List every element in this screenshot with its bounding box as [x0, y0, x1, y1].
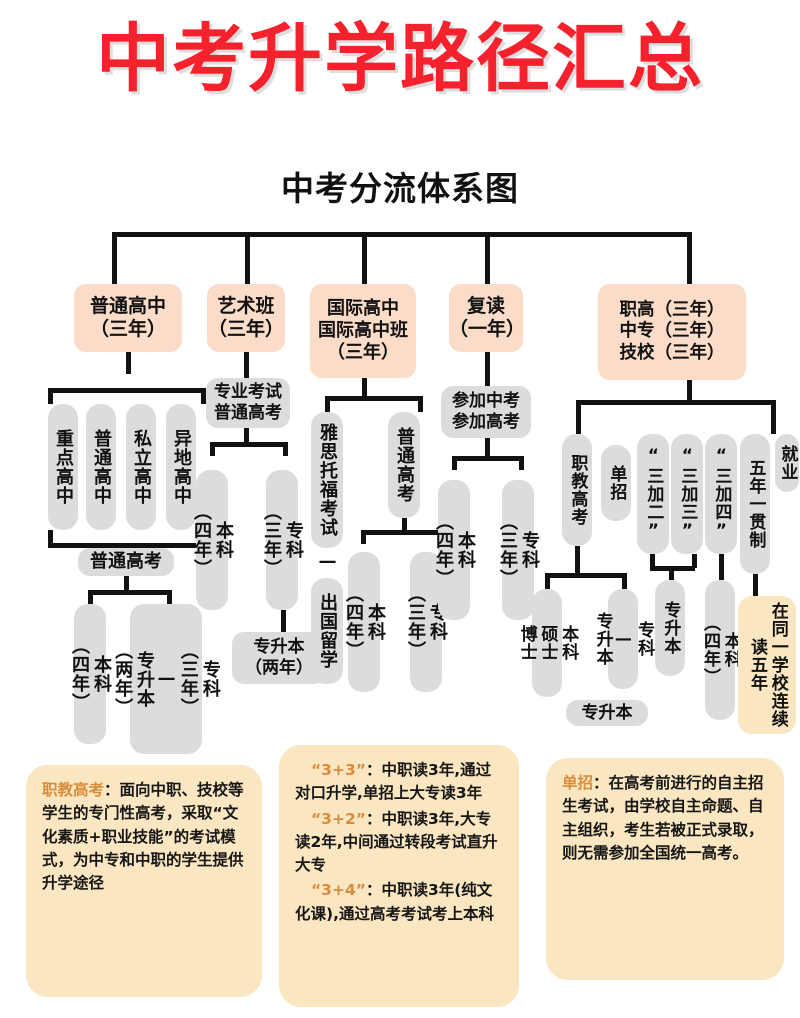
node-t5-3plus2[interactable]: “三加二”: [637, 434, 669, 554]
t3-fanout-r: [418, 396, 423, 412]
node-key-high-school[interactable]: 重点高中: [48, 404, 78, 530]
node-t4-college[interactable]: 专科 （三年）: [497, 480, 540, 620]
t5-zj-r: [622, 573, 627, 589]
note-keyword-3plus3: “3+3”: [311, 761, 366, 779]
note-keyword-3plus4: “3+4”: [311, 881, 366, 900]
node-t5-bachelor-four-years[interactable]: 本科 （四年）: [700, 580, 741, 720]
t1-fanout-r: [201, 388, 206, 404]
node-t4-exam[interactable]: 参加中考 参加高考: [441, 386, 531, 438]
t5-fanout-r: [771, 400, 776, 434]
t2-out-r: [283, 442, 288, 456]
t2-upgrade-stem: [281, 610, 286, 632]
t1-out-bar: [88, 590, 172, 595]
node-t1-bachelor[interactable]: 本科 （四年）: [69, 604, 112, 744]
node-t2-college[interactable]: 专科 （三年）: [261, 470, 304, 610]
note-keyword-3plus2: “3+2”: [311, 809, 366, 828]
note-body-3plus3: ：中职读3年,通过对口升学,单招上大专读3年: [295, 761, 492, 803]
note-keyword-danzhao: 单招: [562, 774, 594, 792]
node-t5-danzhao[interactable]: 单招: [601, 445, 631, 521]
t1-out-r: [167, 590, 172, 604]
t3-stem: [362, 378, 367, 396]
t3-fanout-l: [325, 396, 330, 412]
note-zhijiao-gaokao: 职教高考：面向中职、技校等学生的专门性高考，采取“文化素质+职业技能”的考试模式…: [26, 765, 262, 997]
node-art-class[interactable]: 艺术班 （三年）: [207, 284, 285, 352]
t3-exam-stem: [402, 518, 407, 530]
top-bus-drop-3: [362, 232, 367, 284]
t2-stem: [244, 352, 249, 378]
node-t5-employment[interactable]: 就业: [775, 434, 799, 492]
node-t5-five-year-result[interactable]: 在同一学校连续读五年: [738, 596, 796, 734]
node-t5-college-upgrade[interactable]: 专科 — 专升本: [593, 589, 654, 689]
node-t2-upgrade[interactable]: 专升本 （两年）: [232, 632, 326, 684]
t4-out-l: [452, 456, 457, 470]
node-t3-dash: —: [316, 551, 338, 573]
node-t3-college[interactable]: 专科 （三年）: [405, 552, 448, 692]
node-t5-bachelor-master-phd[interactable]: 本科 硕士 博士: [517, 589, 578, 697]
t4-exam-stem: [485, 438, 490, 456]
t5-zj-stem: [575, 546, 580, 576]
node-t5-3plus3[interactable]: “三加三”: [671, 434, 703, 554]
node-t5-upgrade[interactable]: 专升本: [655, 580, 685, 676]
note-danzhao: 单招：在高考前进行的自主招生考试，由学校自主命题、自主组织，考生若被正式录取，则…: [546, 758, 784, 980]
note-body-danzhao: ：在高考前进行的自主招生考试，由学校自主命题、自主组织，考生若被正式录取，则无需…: [562, 774, 764, 862]
node-t2-bachelor[interactable]: 本科 （四年）: [191, 470, 234, 610]
node-t3-bachelor[interactable]: 本科 （四年）: [343, 552, 386, 692]
top-bus-drop-4: [485, 232, 490, 284]
note-3plus-combinations: “3+3”：中职读3年,通过对口升学,单招上大专读3年 “3+2”：中职读3年,…: [279, 745, 519, 1007]
node-vocational-root[interactable]: 职高（三年） 中专（三年） 技校（三年）: [598, 284, 746, 380]
node-nonlocal-high-school[interactable]: 异地高中: [166, 404, 196, 530]
top-bus-horizontal: [112, 232, 692, 237]
t5-sj-l: [650, 554, 655, 568]
t5-stem: [687, 380, 692, 400]
t5-fanout-l: [576, 400, 581, 434]
top-bus-drop-1: [112, 232, 117, 284]
top-bus-drop-2: [245, 232, 250, 284]
node-t4-bachelor[interactable]: 本科 （四年）: [433, 480, 476, 620]
t4-stem: [485, 352, 490, 386]
note-keyword-zhijiao: 职教高考: [42, 781, 105, 799]
node-t1-gaokao[interactable]: 普通高考: [78, 548, 174, 576]
t1-exam-stem: [124, 576, 129, 590]
t2-out-l: [210, 442, 215, 456]
t5-5y-stem: [753, 574, 758, 596]
page-title: 中考升学路径汇总: [96, 16, 704, 102]
node-t3-study-abroad[interactable]: 出国留学: [311, 578, 343, 684]
t2-exam-stem: [244, 428, 249, 442]
node-t2-exam[interactable]: 专业考试 普通高考: [206, 378, 290, 428]
t4-out-bar: [452, 456, 524, 461]
t1-stem: [126, 352, 131, 374]
node-t1-college-upgrade[interactable]: 专科 （三年） — 专升本 （两年）: [112, 604, 221, 754]
t5-sj-stem: [669, 566, 674, 580]
top-bus-drop-5: [687, 232, 692, 284]
node-t5-3plus4[interactable]: “三加四”: [705, 434, 737, 554]
node-repeat-year[interactable]: 复读 （一年）: [449, 284, 525, 352]
t1-fanout-bar: [48, 388, 206, 393]
node-t5-five-year[interactable]: 五年一贯制: [740, 434, 770, 574]
note-body-3plus2: ：中职读3年,大专读2年,中间通过转段考试直升大专: [295, 809, 498, 875]
note-body-zhijiao: ：面向中职、技校等学生的专门性高考，采取“文化素质+职业技能”的考试模式，为中专…: [42, 781, 244, 892]
t5-fanout-bar: [576, 400, 776, 405]
chart-subtitle: 中考分流体系图: [281, 169, 519, 208]
t3-out-bar: [361, 530, 445, 535]
t5-zj-bar: [545, 573, 627, 578]
t5-zj-l: [545, 573, 550, 589]
node-t5-upgrade-lower[interactable]: 专升本: [566, 700, 648, 726]
node-regular-high-school[interactable]: 普通高中 （三年）: [74, 284, 182, 352]
node-international-high-school[interactable]: 国际高中 国际高中班 （三年）: [310, 284, 416, 378]
note-body-3plus4: ：中职读3年(纯文化课),通过高考考试考上本科: [295, 881, 494, 923]
node-ordinary-high-school[interactable]: 普通高中: [86, 404, 116, 530]
t3-fanout-bar: [325, 396, 423, 401]
t5-sj-r: [692, 554, 697, 568]
t2-out-bar: [210, 442, 288, 447]
node-t3-ielts-toefl[interactable]: 雅思托福考试: [311, 412, 343, 548]
node-t3-gaokao[interactable]: 普通高考: [388, 412, 420, 518]
t4-out-r: [519, 456, 524, 470]
t3-out-l: [361, 530, 366, 544]
node-t5-zhijiao-gaokao[interactable]: 职教高考: [562, 434, 592, 546]
node-private-high-school[interactable]: 私立高中: [126, 404, 156, 530]
t1-out-l: [88, 590, 93, 604]
t1-fanout-l: [48, 388, 53, 404]
t1-merge-l: [48, 530, 53, 548]
t5-34-stem: [719, 554, 724, 580]
